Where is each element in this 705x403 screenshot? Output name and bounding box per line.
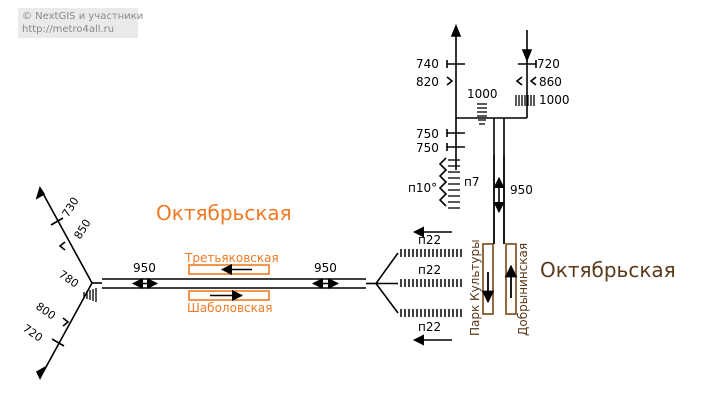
left-exit-upper-branch: [39, 187, 93, 284]
width-label-1000-right: 1000: [539, 93, 570, 107]
left-exit-up-arrow-icon: [35, 186, 46, 200]
door-chevron-icon: [62, 317, 70, 327]
p22-stairs: [400, 249, 462, 317]
top-exit: [438, 23, 537, 207]
width-label-730: 730: [60, 195, 82, 220]
width-label-800: 800: [33, 300, 58, 323]
left-exit-lower-branch: [39, 282, 93, 379]
stairs-icon: [400, 279, 462, 287]
passage-width-left: 950: [133, 261, 156, 275]
orange-station-title[interactable]: Октябрьская: [156, 201, 292, 225]
left-exit-down-arrow-icon: [35, 366, 46, 380]
exit-down-arrow-icon: [521, 49, 533, 63]
orange-platforms: [185, 263, 283, 302]
width-label-750-a: 750: [416, 127, 439, 141]
stairs-icon: [515, 95, 535, 106]
platform-shabolovskaya[interactable]: [188, 290, 270, 301]
platform-park-kultury[interactable]: [482, 243, 494, 315]
width-label-720: 720: [20, 322, 45, 345]
dobryninskaya-label[interactable]: Добрынинская: [516, 243, 530, 336]
left-passage: [102, 277, 185, 290]
tretyakovskaya-label[interactable]: Третьяковская: [184, 251, 279, 265]
copyright-badge: © NextGIS и участники http://metro4all.r…: [18, 8, 144, 38]
exit-up-arrow-icon: [450, 23, 462, 37]
escalator-zigzag-icon: [438, 157, 448, 207]
copyright-text: © NextGIS и участники: [22, 11, 144, 22]
stairs-icon: [400, 249, 462, 257]
width-label-780: 780: [56, 268, 81, 291]
park-kultury-label[interactable]: Парк Культуры: [468, 239, 482, 336]
brown-station-title[interactable]: Октябрьская: [540, 258, 676, 282]
passage-width-right: 950: [314, 261, 337, 275]
door-chevron-icon: [58, 241, 66, 251]
stairs-icon: [83, 288, 97, 302]
left-exit: [35, 186, 102, 380]
p22-bottom-label: п22: [418, 320, 441, 334]
stairs-p7-label: п7: [464, 175, 479, 189]
door-chevron-icon: [529, 76, 537, 86]
p22-top-label: п22: [418, 233, 441, 247]
platform-dobryninskaya[interactable]: [505, 243, 517, 315]
width-label-720-top: 720: [537, 57, 560, 71]
width-label-850: 850: [72, 217, 94, 242]
stairs-icon: [400, 309, 462, 317]
stairs-icon: [477, 103, 487, 125]
escalator-p10-label: п10°: [408, 181, 437, 195]
door-chevron-icon: [515, 76, 523, 86]
width-label-750-b: 750: [416, 141, 439, 155]
stairs-icon: [448, 159, 460, 209]
vertical-passage-width: 950: [510, 183, 533, 197]
width-label-1000-mid: 1000: [467, 87, 498, 101]
top-stairs: [448, 95, 535, 209]
shabolovskaya-label[interactable]: Шаболовская: [187, 301, 272, 315]
right-passage: [283, 252, 399, 314]
width-label-820: 820: [416, 75, 439, 89]
copyright-url[interactable]: http://metro4all.ru: [22, 24, 115, 35]
width-label-860: 860: [539, 75, 562, 89]
p22-mid-label: п22: [418, 263, 441, 277]
width-label-740: 740: [416, 57, 439, 71]
door-chevron-icon: [446, 76, 454, 86]
